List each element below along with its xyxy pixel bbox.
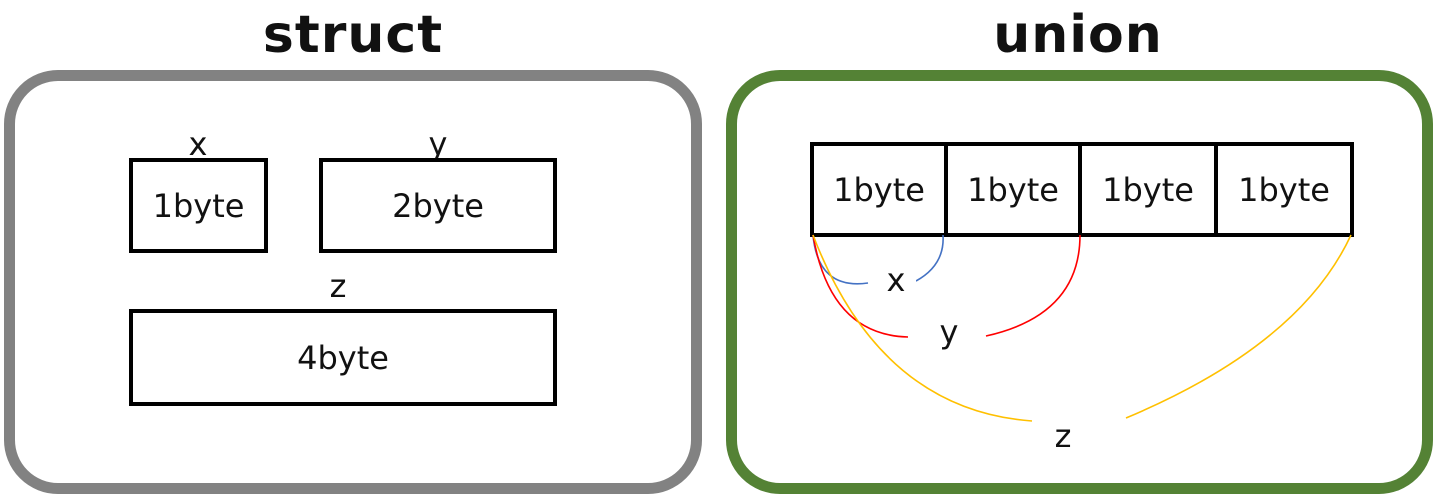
struct-field-y-box: 2byte [319,158,557,253]
struct-field-y-label: y [428,125,448,163]
union-span-z-label: z [1043,418,1083,454]
union-title: union [993,5,1163,65]
struct-panel [4,70,702,494]
union-byte-cell: 1byte [944,142,1082,237]
union-byte-cell: 1byte [810,142,948,237]
struct-field-z-label: z [329,267,347,305]
union-span-y-label: y [929,314,969,350]
struct-field-x-box: 1byte [129,158,268,253]
union-span-x-label: x [876,262,916,298]
union-byte-cell: 1byte [1214,142,1354,237]
struct-title: struct [262,5,444,65]
union-byte-cell: 1byte [1078,142,1218,237]
struct-field-x-label: x [188,125,208,163]
struct-field-z-box: 4byte [129,309,557,406]
